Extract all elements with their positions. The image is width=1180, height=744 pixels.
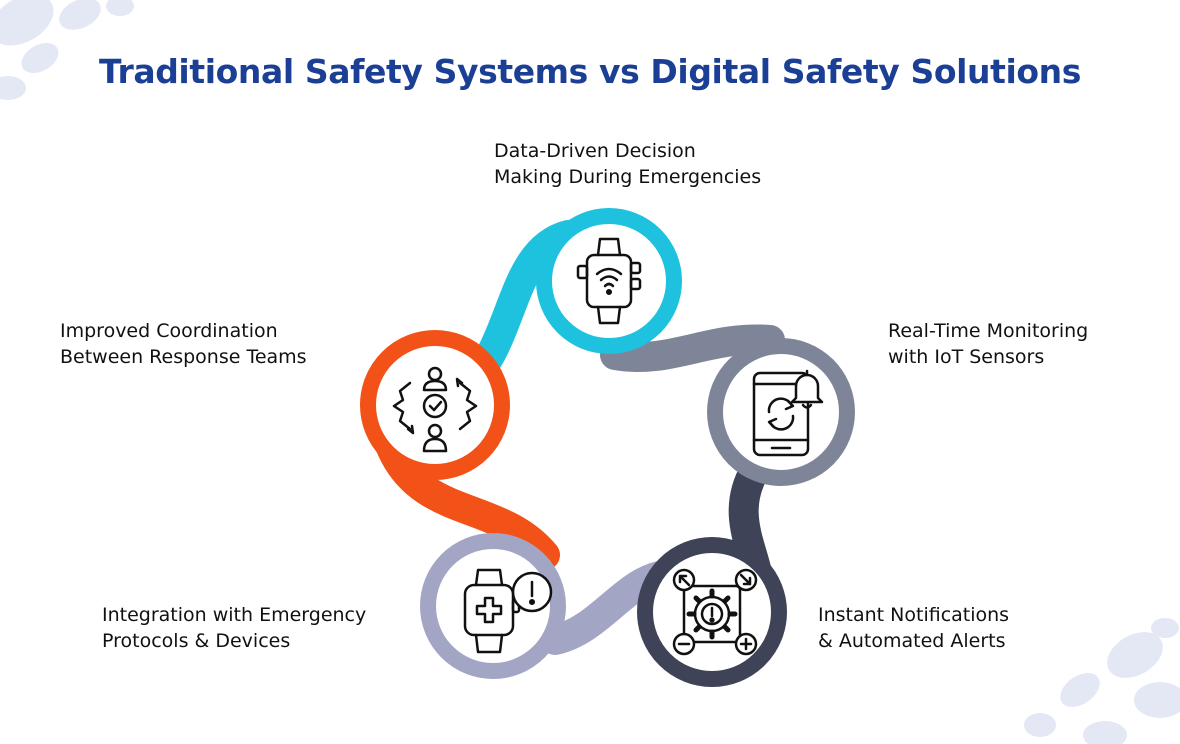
label-line: Data-Driven Decision — [494, 140, 696, 162]
label-line: Integration with Emergency — [102, 604, 367, 626]
node-real-time — [707, 338, 855, 486]
label-line: Protocols & Devices — [102, 630, 291, 652]
node-data-driven — [536, 208, 682, 354]
label-line: Improved Coordination — [60, 320, 278, 342]
gear-people-check-icon — [392, 366, 478, 453]
watch-medical-alert-icon — [463, 568, 553, 654]
page-title: Traditional Safety Systems vs Digital Sa… — [98, 52, 1082, 91]
node-instant — [637, 537, 787, 687]
label-line: & Automated Alerts — [818, 630, 1006, 652]
label-line: with IoT Sensors — [888, 346, 1045, 368]
node-integration — [420, 533, 566, 679]
label-line: Making During Emergencies — [494, 166, 762, 188]
label-data-driven: Data-Driven Decision Making During Emerg… — [494, 138, 761, 190]
ribbon-data-to-realtime — [600, 324, 785, 373]
smartwatch-wifi-icon — [576, 237, 642, 325]
label-line: Instant Notifications — [818, 604, 1010, 626]
phone-sync-bell-icon — [752, 369, 824, 457]
label-line: Real-Time Monitoring — [888, 320, 1089, 342]
node-coordination — [360, 330, 510, 480]
label-line: Between Response Teams — [60, 346, 307, 368]
gear-alert-arrows-icon — [672, 568, 758, 656]
label-real-time: Real-Time Monitoring with IoT Sensors — [888, 318, 1088, 370]
label-instant: Instant Notifications & Automated Alerts — [818, 602, 1009, 654]
label-coordination: Improved Coordination Between Response T… — [60, 318, 307, 370]
label-integration: Integration with Emergency Protocols & D… — [102, 602, 366, 654]
